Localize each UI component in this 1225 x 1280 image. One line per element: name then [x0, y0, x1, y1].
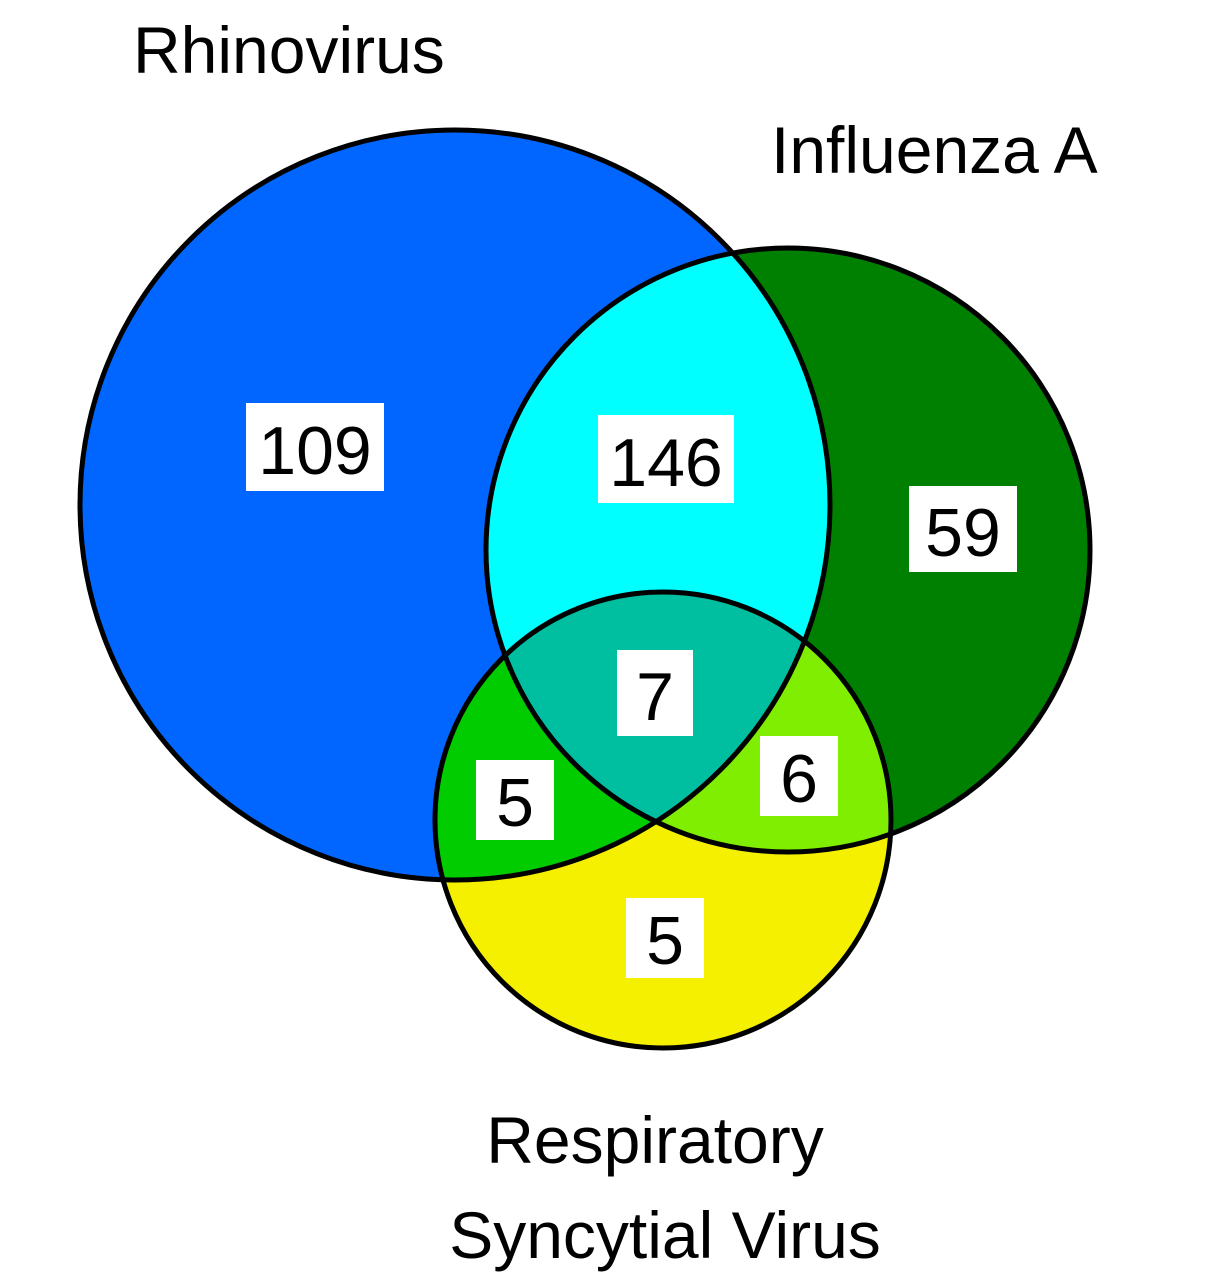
- rhino-only-box: [246, 403, 384, 491]
- rhino-flu-count: 146: [609, 425, 722, 501]
- all-three-box: [617, 650, 693, 736]
- flu-rsv-count: 6: [780, 741, 818, 817]
- rsv-label-line1: Respiratory: [486, 1103, 823, 1177]
- rsv-label-line2: Syncytial Virus: [449, 1198, 881, 1272]
- rhinovirus-outline: [77, 127, 833, 883]
- rhino-only-count: 109: [258, 413, 371, 489]
- flu-only-box: [909, 486, 1017, 572]
- all-three-count: 7: [636, 659, 674, 735]
- rsv-outline: [432, 589, 894, 1051]
- flu-only-count: 59: [925, 495, 1001, 571]
- rsv-only-box: [626, 898, 704, 978]
- rhinovirus-label: Rhinovirus: [133, 13, 445, 87]
- influenza-label: Influenza A: [771, 113, 1098, 187]
- influenza-outline: [483, 245, 1093, 855]
- flu-rsv-box: [760, 736, 838, 816]
- rhino-rsv-box: [476, 760, 554, 840]
- rhino-flu-box: [598, 415, 734, 503]
- rhino-rsv-count: 5: [496, 765, 534, 841]
- rsv-only-count: 5: [646, 903, 684, 979]
